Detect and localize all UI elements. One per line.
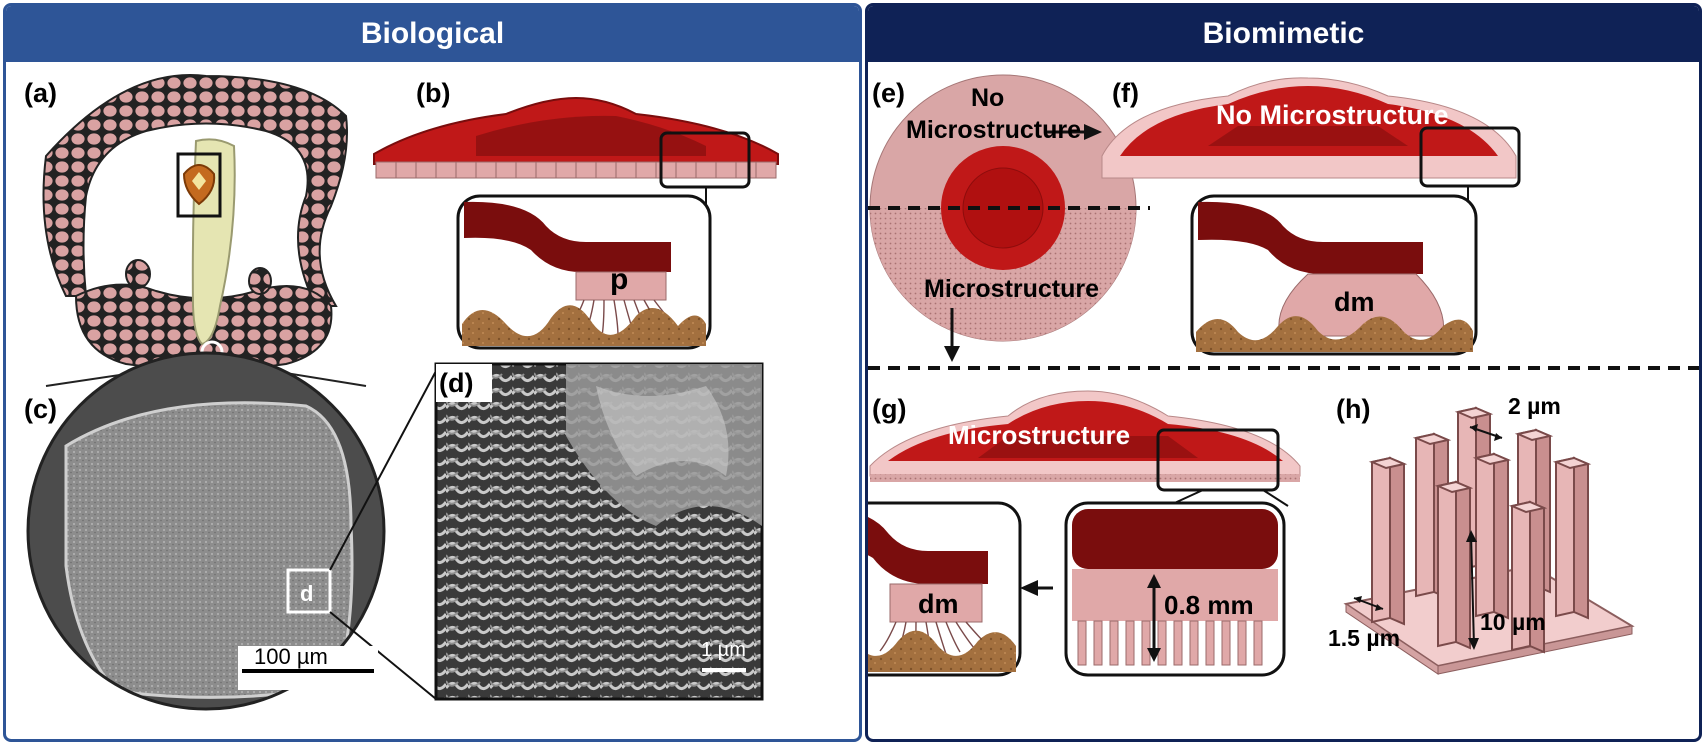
- g-microstructure: Microstructure: [948, 420, 1130, 450]
- h-15um: 1.5 µm: [1328, 625, 1400, 651]
- micropillar-array: [1343, 406, 1635, 675]
- label-a: (a): [24, 78, 57, 108]
- g-08mm: 0.8 mm: [1164, 590, 1254, 620]
- label-c: (c): [24, 394, 57, 424]
- f-no-microstructure: No Microstructure: [1216, 100, 1449, 130]
- label-h: (h): [1336, 394, 1370, 424]
- pad-microstructure: [868, 390, 1301, 677]
- label-b: (b): [416, 78, 450, 108]
- label-g: (g): [872, 394, 906, 424]
- e-micro: Microstructure: [924, 275, 1099, 303]
- h-2um: 2 µm: [1508, 393, 1561, 419]
- arolium-illustration: [42, 74, 367, 393]
- biological-title: Biological: [360, 17, 505, 50]
- pad-illustration: [373, 96, 779, 350]
- biological-header: Biological: [6, 6, 859, 62]
- biomimetic-title: Biomimetic: [1202, 17, 1365, 50]
- biological-figure: (a) (b) (c) (d) p d 100 µm 1 µm: [24, 74, 779, 711]
- g-dm: dm: [918, 589, 959, 619]
- e-no-line2: Microstructure: [906, 116, 1081, 144]
- biomimetic-panel: Biomimetic: [865, 3, 1702, 742]
- label-e: (e): [872, 78, 905, 108]
- label-f: (f): [1112, 78, 1139, 108]
- e-no-line1: No: [971, 84, 1004, 112]
- scale-1um: 1 µm: [701, 639, 746, 661]
- label-d-box: d: [300, 581, 313, 606]
- h-10um: 10 µm: [1480, 609, 1546, 635]
- sem-circle-image: [26, 351, 437, 711]
- f-dm: dm: [1334, 287, 1375, 317]
- pad-no-microstructure: [1101, 77, 1521, 356]
- scale-100um: 100 µm: [254, 644, 328, 669]
- sem-zoom-image: [434, 362, 764, 701]
- disc-illustration: [868, 74, 1150, 362]
- biological-panel: Biological: [3, 3, 862, 742]
- label-d: (d): [439, 368, 473, 398]
- biomimetic-header: Biomimetic: [868, 6, 1699, 62]
- label-p: p: [610, 263, 628, 296]
- biomimetic-figure: (e) (f) (g) (h) No Microstructure Micros…: [868, 74, 1699, 677]
